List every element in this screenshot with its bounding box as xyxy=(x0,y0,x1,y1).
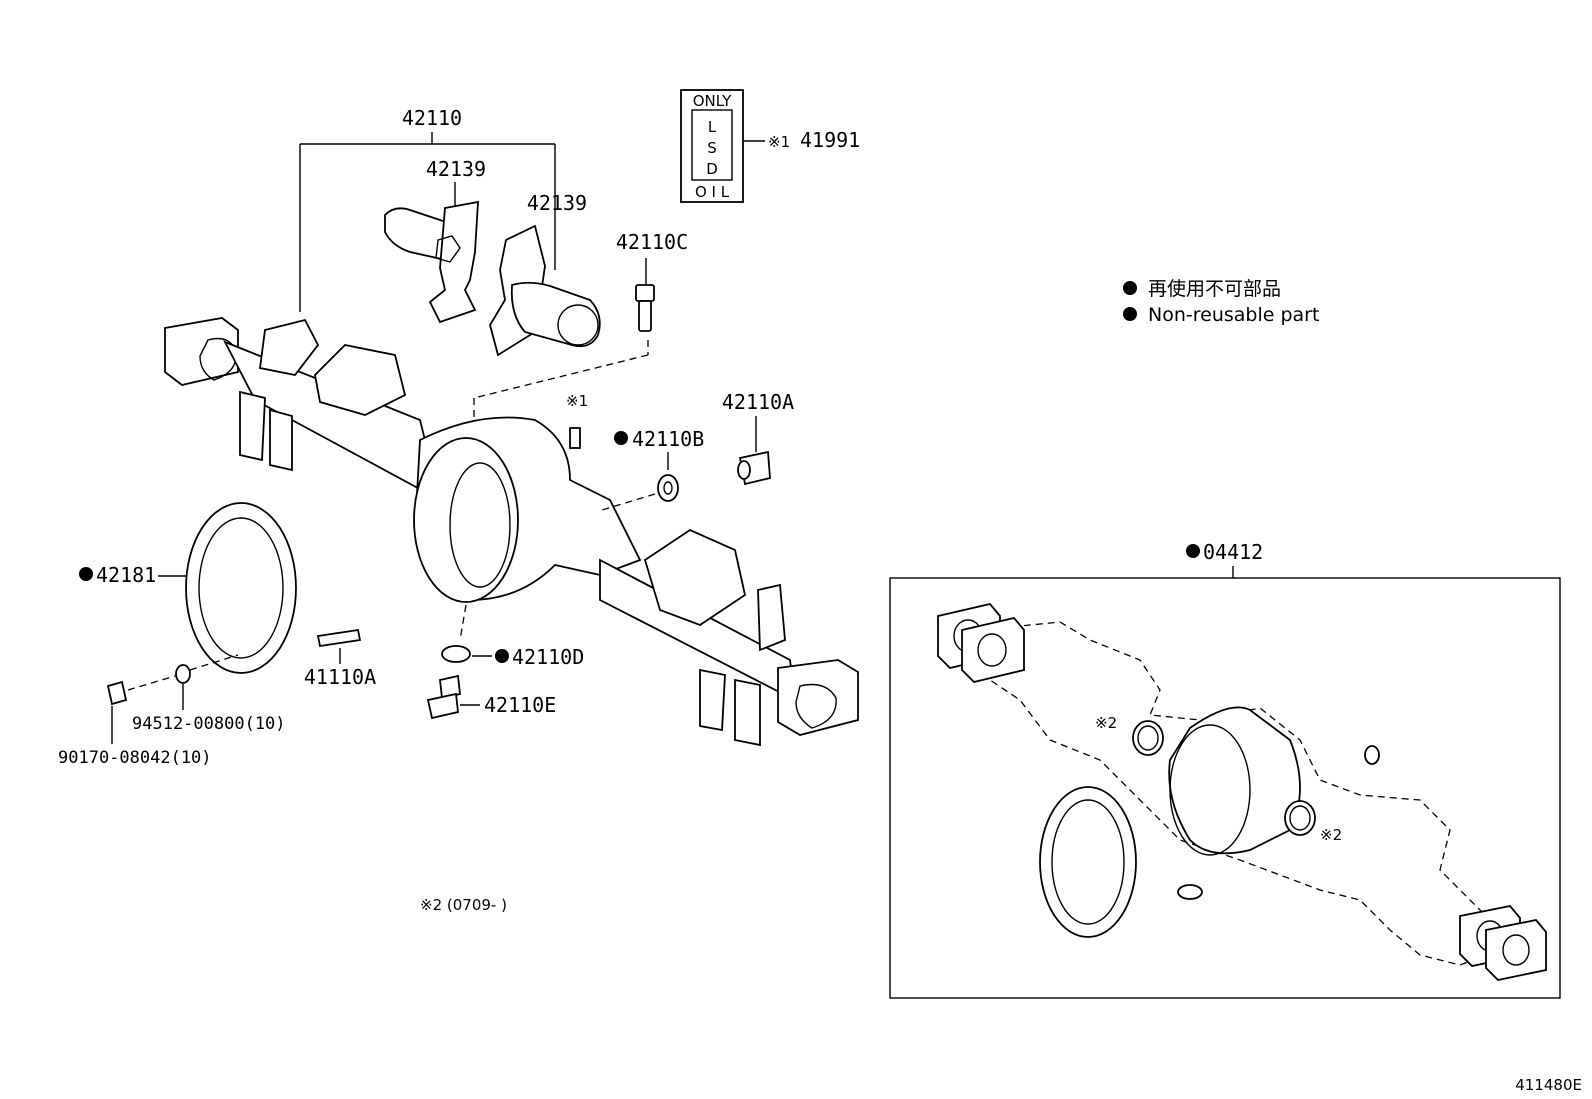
non-reusable-dot-icon xyxy=(495,649,509,663)
breather-plug: 42110C xyxy=(473,230,688,425)
part-42110-label[interactable]: 42110 xyxy=(402,106,462,130)
part-42181-label[interactable]: 42181 xyxy=(96,563,156,587)
part-90170-label[interactable]: 90170-08042(10) xyxy=(58,748,212,768)
lsd-oil-label: ONLY L S D O I L ※1 41991 xyxy=(680,89,860,203)
part-04412-label[interactable]: 04412 xyxy=(1203,540,1263,564)
washer-and-nut: 94512-00800(10) 90170-08042(10) xyxy=(58,654,286,768)
non-reusable-dot-icon xyxy=(1123,281,1137,295)
stud: 41110A xyxy=(304,628,376,689)
oil-label-letter-l: L xyxy=(708,118,717,136)
shim-left: 42139 xyxy=(384,157,486,324)
axle-housing xyxy=(164,317,859,747)
part-42110A-label[interactable]: 42110A xyxy=(722,390,794,414)
legend-en: Non-reusable part xyxy=(1148,304,1319,326)
housing-assy-callout: 42110 xyxy=(299,106,556,312)
seal-ref-left: ※2 xyxy=(1095,714,1117,732)
part-42110E-label[interactable]: 42110E xyxy=(484,693,556,717)
part-94512-label[interactable]: 94512-00800(10) xyxy=(132,714,286,734)
legend-jp: 再使用不可部品 xyxy=(1148,278,1281,300)
part-42139-left-label[interactable]: 42139 xyxy=(426,157,486,181)
seal-ref-right: ※2 xyxy=(1320,826,1342,844)
plug-a: 42110A xyxy=(722,390,794,486)
plug-e: 42110E xyxy=(426,674,556,720)
gasket-d: 42110D xyxy=(441,604,584,669)
oil-label-letter-s: S xyxy=(707,139,717,157)
shim-right: 42139 xyxy=(489,191,601,357)
non-reusable-dot-icon xyxy=(79,567,93,581)
part-42110C-label[interactable]: 42110C xyxy=(616,230,688,254)
non-reusable-dot-icon xyxy=(1186,544,1200,558)
label-ref-small: ※1 xyxy=(566,392,588,410)
oil-label-ref-mark: ※1 xyxy=(768,133,790,151)
oil-label-top: ONLY xyxy=(693,92,732,110)
gasket-b: 42110B xyxy=(601,427,704,511)
cover-gasket: 42181 xyxy=(79,502,297,674)
part-42110B-label[interactable]: 42110B xyxy=(632,427,704,451)
legend: 再使用不可部品 Non-reusable part xyxy=(1123,278,1319,326)
gasket-kit: 04412 ※2 ※2 xyxy=(889,540,1561,999)
non-reusable-dot-icon xyxy=(614,431,628,445)
kit-box xyxy=(889,577,1561,999)
non-reusable-dot-icon xyxy=(1123,307,1137,321)
label-location: ※1 xyxy=(566,392,588,449)
part-42139-right-label[interactable]: 42139 xyxy=(527,191,587,215)
oil-label-bottom: O I L xyxy=(695,183,730,201)
oil-label-letter-d: D xyxy=(706,160,718,178)
part-41991-label[interactable]: 41991 xyxy=(800,128,860,152)
footnote-date-range: ※2 (0709- ) xyxy=(420,896,507,914)
drawing-number: 411480E xyxy=(1515,1076,1582,1094)
part-41110A-label[interactable]: 41110A xyxy=(304,665,376,689)
part-42110D-label[interactable]: 42110D xyxy=(512,645,584,669)
